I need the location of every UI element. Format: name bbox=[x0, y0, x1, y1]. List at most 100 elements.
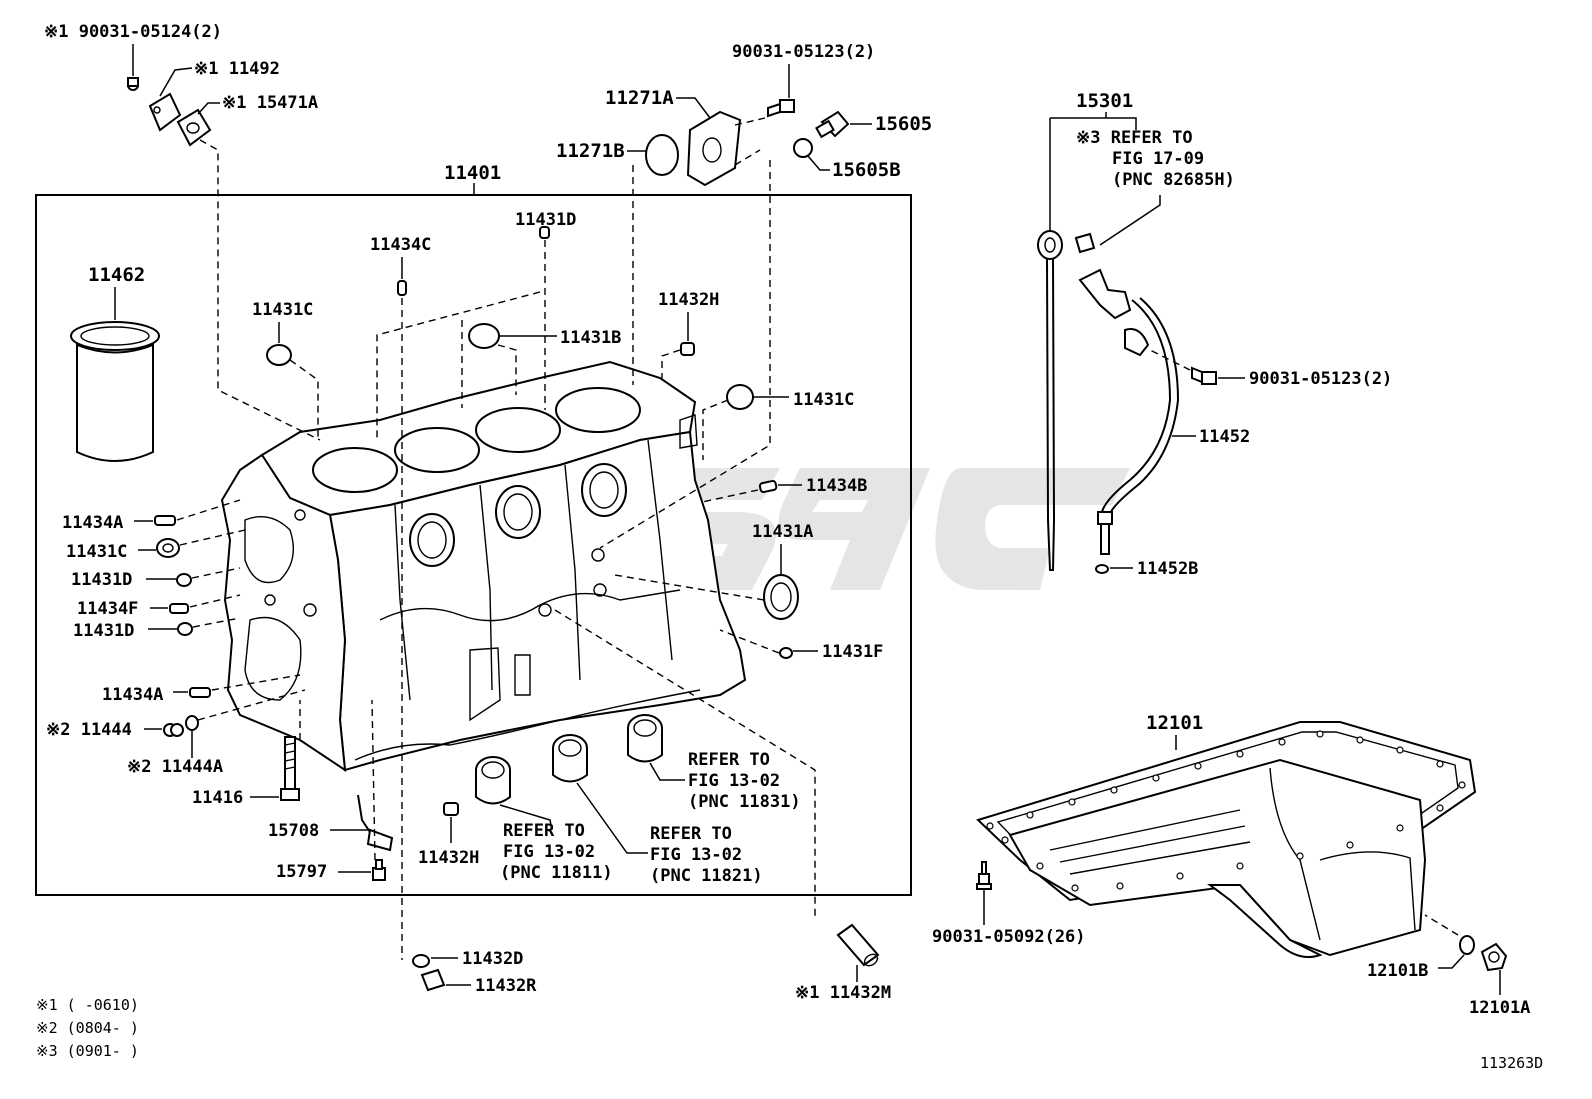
label-11432R: 11432R bbox=[475, 976, 537, 996]
label-11434A-2: 11434A bbox=[102, 685, 163, 705]
bolt-90031-05123-right bbox=[1191, 366, 1217, 385]
seal-11431A bbox=[763, 574, 799, 620]
label-11271A: 11271A bbox=[605, 87, 674, 109]
label-11401: 11401 bbox=[444, 162, 501, 184]
label-11416: 11416 bbox=[192, 788, 243, 808]
label-15797: 15797 bbox=[276, 862, 327, 882]
svg-text:※3 REFER TO: ※3 REFER TO bbox=[1076, 128, 1193, 148]
o-ring-11271B bbox=[645, 134, 679, 176]
plug-11431D-2 bbox=[177, 622, 193, 636]
pin-11431D-top bbox=[539, 226, 550, 239]
cover-11271A bbox=[686, 110, 766, 187]
label-15605: 15605 bbox=[875, 113, 932, 135]
svg-text:FIG 13-02: FIG 13-02 bbox=[650, 845, 742, 865]
label-15708: 15708 bbox=[268, 821, 319, 841]
label-11432D: 11432D bbox=[462, 949, 523, 969]
drain-plug-12101A bbox=[1480, 942, 1508, 972]
label-90031-05123-top: 90031-05123(2) bbox=[732, 42, 875, 62]
bearing-11831 bbox=[627, 714, 663, 763]
dipstick-15301 bbox=[1037, 230, 1096, 571]
bearing-11821 bbox=[552, 734, 588, 783]
cylinder-liner-11462 bbox=[70, 321, 160, 462]
cylinder-block bbox=[220, 360, 747, 773]
figure-id: 113263D bbox=[1480, 1054, 1543, 1072]
refer-note-82685H: ※3 REFER TO FIG 17-09 (PNC 82685H) bbox=[1076, 128, 1235, 190]
pin-11434A-2 bbox=[189, 687, 211, 698]
label-11431D-top: 11431D bbox=[515, 210, 576, 230]
gasket-15471A bbox=[176, 108, 212, 147]
plug-11432M bbox=[836, 923, 880, 967]
label-12101A: 12101A bbox=[1469, 998, 1530, 1018]
label-90031-05123-right: 90031-05123(2) bbox=[1249, 369, 1392, 389]
bolt-90031-05092 bbox=[976, 861, 992, 890]
label-11452: 11452 bbox=[1199, 427, 1250, 447]
gasket-15605B bbox=[793, 138, 813, 158]
legend-item-1: ※1 ( -0610) bbox=[36, 996, 139, 1014]
svg-text:REFER TO: REFER TO bbox=[503, 821, 585, 841]
label-15471A: ※1 15471A bbox=[222, 93, 318, 113]
plug-11444 bbox=[163, 723, 184, 737]
label-90031-05092: 90031-05092(26) bbox=[932, 927, 1086, 947]
label-11431D-1: 11431D bbox=[71, 570, 132, 590]
label-11434A-1: 11434A bbox=[62, 513, 123, 533]
svg-text:(PNC 82685H): (PNC 82685H) bbox=[1112, 170, 1235, 190]
bolt-90031-05124 bbox=[127, 77, 139, 91]
label-90031-05124: ※1 90031-05124(2) bbox=[44, 22, 222, 42]
oil-pan-12101 bbox=[976, 721, 1477, 958]
legend-item-3: ※3 (0901- ) bbox=[36, 1042, 139, 1060]
label-11434C: 11434C bbox=[370, 235, 431, 255]
label-11462: 11462 bbox=[88, 264, 145, 286]
plug-11432H-top bbox=[680, 342, 695, 356]
label-11432H-bottom: 11432H bbox=[418, 848, 479, 868]
svg-text:REFER TO: REFER TO bbox=[688, 750, 770, 770]
plug-11431C-top bbox=[266, 344, 292, 366]
label-11452B: 11452B bbox=[1137, 559, 1198, 579]
plug-11431C-right bbox=[726, 384, 754, 410]
bolt-15797 bbox=[372, 859, 386, 881]
svg-text:FIG 13-02: FIG 13-02 bbox=[503, 842, 595, 862]
label-12101B: 12101B bbox=[1367, 961, 1428, 981]
label-11431C-right: 11431C bbox=[793, 390, 854, 410]
bearing-11811 bbox=[475, 756, 511, 805]
plug-11431F bbox=[779, 647, 793, 659]
label-11492: ※1 11492 bbox=[194, 59, 280, 79]
label-11434F: 11434F bbox=[77, 599, 138, 619]
svg-text:FIG 17-09: FIG 17-09 bbox=[1112, 149, 1204, 169]
gasket-11444A bbox=[185, 715, 199, 731]
plug-11431B bbox=[468, 323, 500, 349]
label-11432M: ※1 11432M bbox=[795, 983, 891, 1003]
bolt-90031-05123-top bbox=[767, 99, 795, 118]
bolt-11416 bbox=[280, 736, 300, 801]
plug-11432R bbox=[420, 968, 446, 992]
guide-tube-11452 bbox=[1078, 268, 1180, 555]
svg-text:(PNC 11811): (PNC 11811) bbox=[500, 863, 613, 883]
pin-11434B bbox=[758, 479, 778, 493]
svg-text:FIG 13-02: FIG 13-02 bbox=[688, 771, 780, 791]
label-15301: 15301 bbox=[1076, 90, 1133, 112]
legend: ※1 ( -0610) ※2 (0804- ) ※3 (0901- ) bbox=[36, 996, 139, 1060]
pin-11434C bbox=[397, 280, 407, 296]
ring-11432D bbox=[412, 954, 430, 968]
label-11431B: 11431B bbox=[560, 328, 621, 348]
gasket-12101B bbox=[1459, 935, 1475, 955]
svg-text:(PNC 11821): (PNC 11821) bbox=[650, 866, 763, 886]
pin-11434F bbox=[169, 603, 189, 614]
refer-note-11831: REFER TO FIG 13-02 (PNC 11831) bbox=[688, 750, 801, 812]
label-11431C-left: 11431C bbox=[66, 542, 127, 562]
plug-15605 bbox=[815, 110, 850, 139]
label-11444: ※2 11444 bbox=[46, 720, 132, 740]
label-11434B: 11434B bbox=[806, 476, 867, 496]
plug-11431D-1 bbox=[176, 573, 192, 587]
label-12101: 12101 bbox=[1146, 712, 1203, 734]
legend-item-2: ※2 (0804- ) bbox=[36, 1019, 139, 1037]
svg-text:(PNC 11831): (PNC 11831) bbox=[688, 792, 801, 812]
label-15605B: 15605B bbox=[832, 159, 901, 181]
label-11431F: 11431F bbox=[822, 642, 883, 662]
label-11432H-top: 11432H bbox=[658, 290, 719, 310]
plug-11432H-bottom bbox=[443, 802, 459, 816]
label-11431A: 11431A bbox=[752, 522, 813, 542]
svg-text:REFER TO: REFER TO bbox=[650, 824, 732, 844]
refer-note-11821: REFER TO FIG 13-02 (PNC 11821) bbox=[650, 824, 763, 886]
refer-note-11811: REFER TO FIG 13-02 (PNC 11811) bbox=[500, 821, 613, 883]
